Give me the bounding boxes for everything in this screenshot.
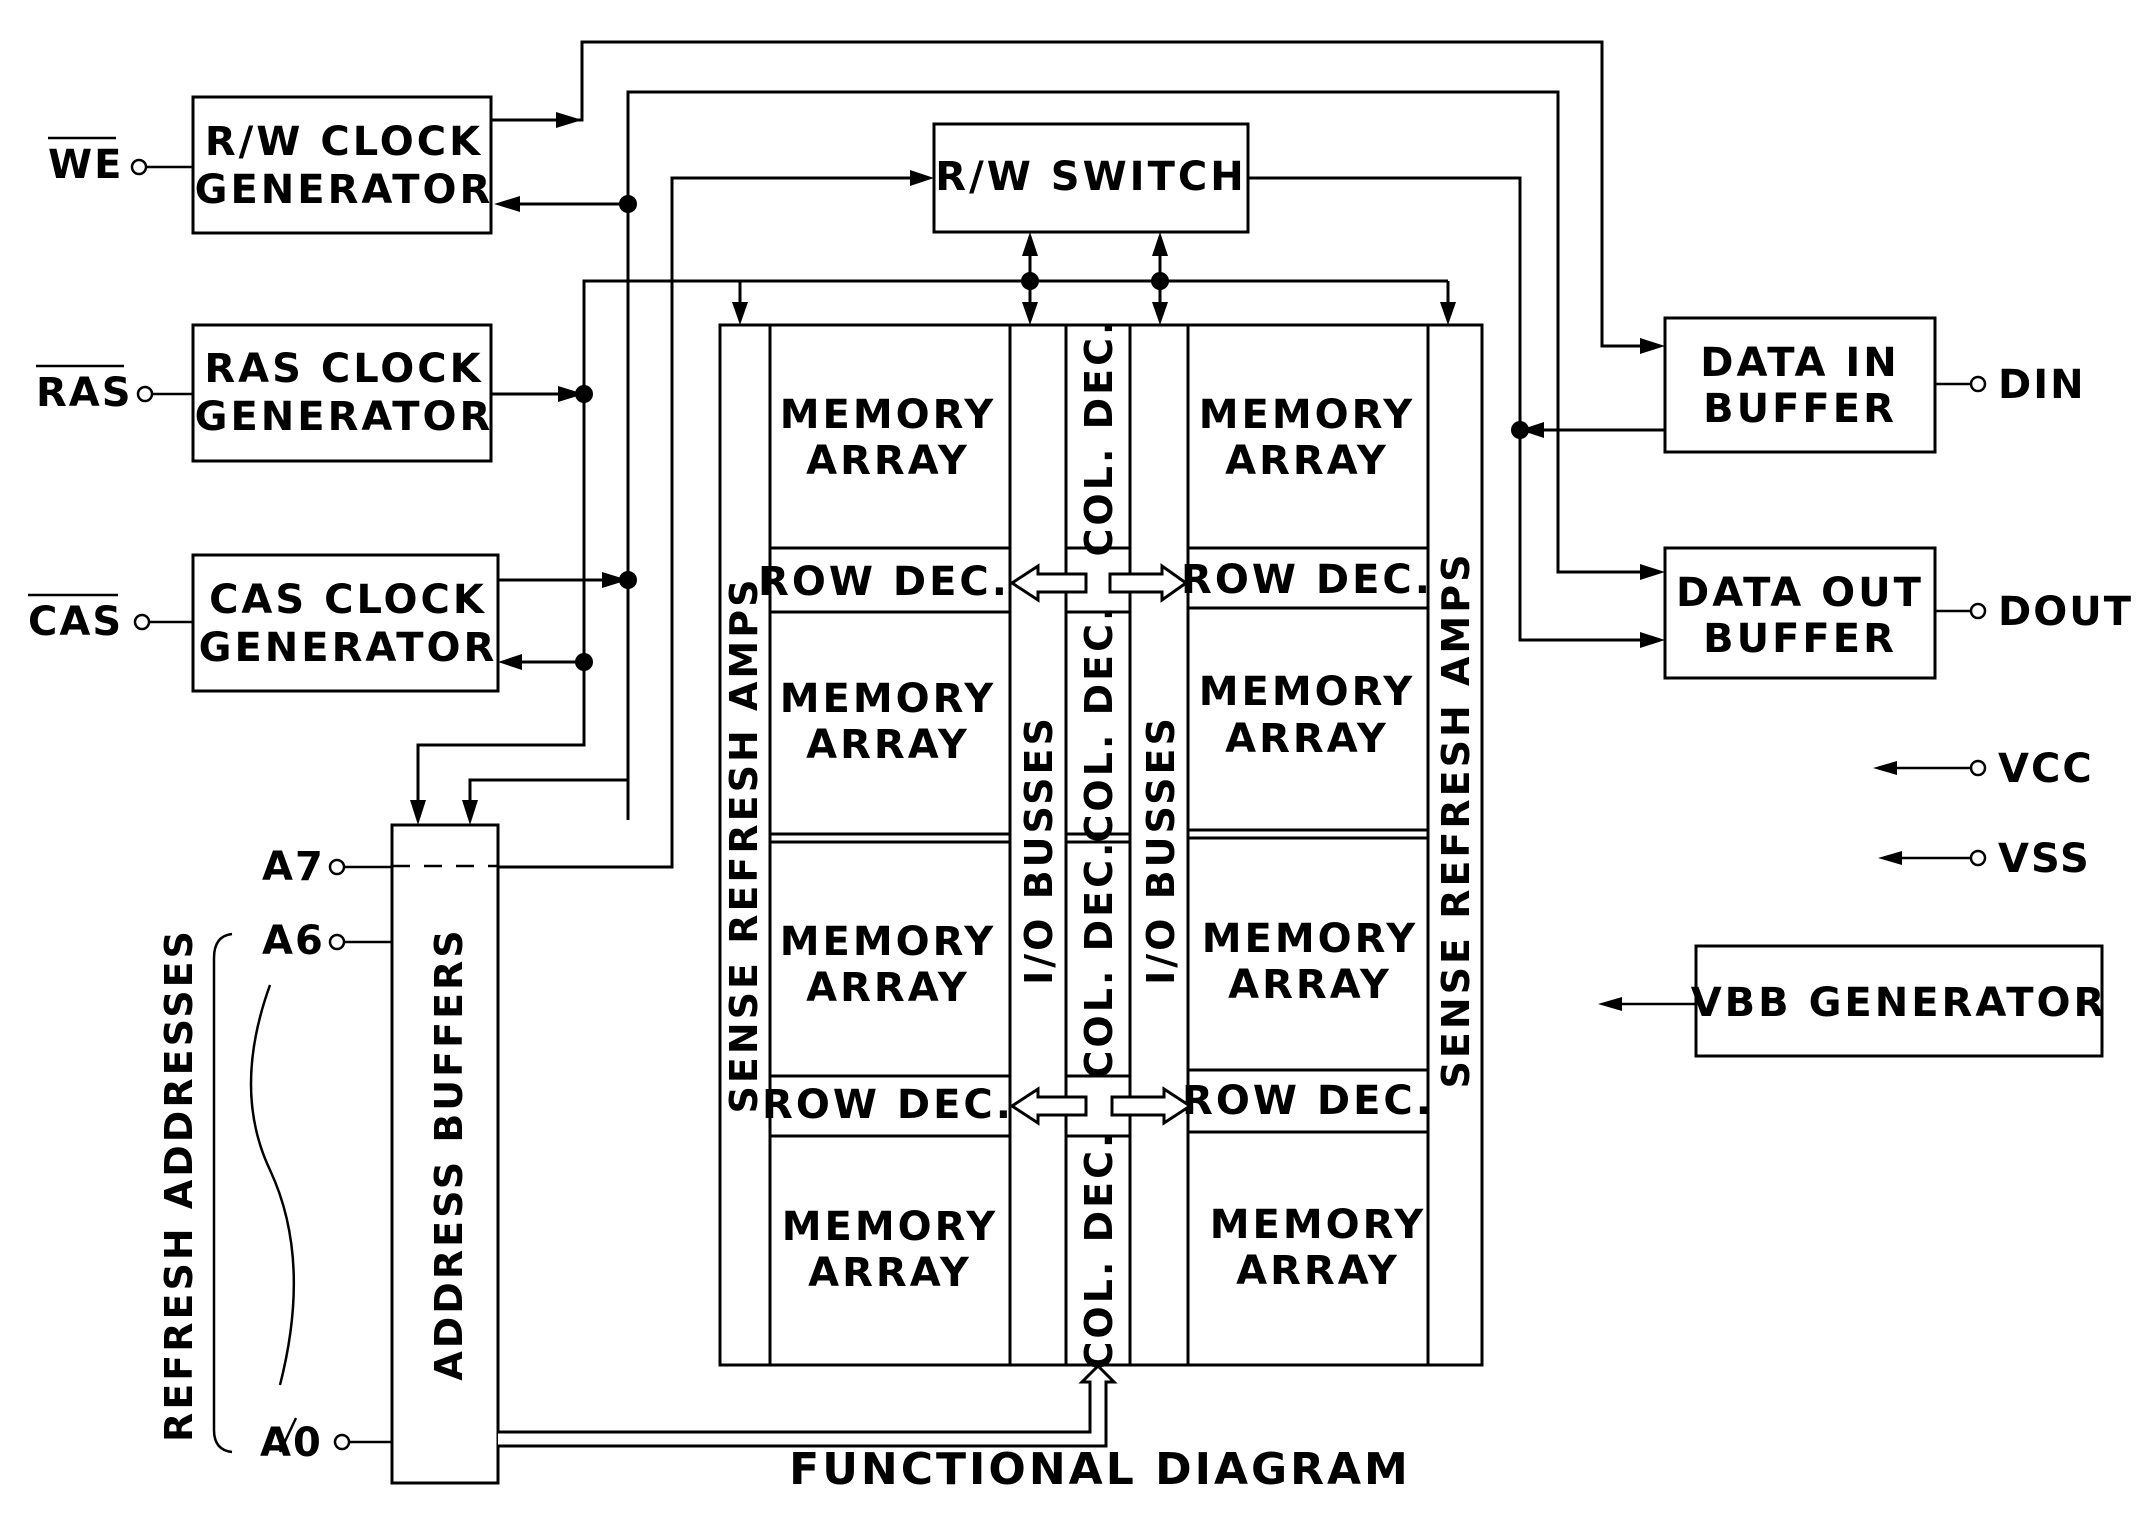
memory-array-r4-1: MEMORY [1210, 1202, 1427, 1248]
col-dec-label-2: COL. DEC. [1077, 604, 1121, 843]
memory-array-l2-1: MEMORY [780, 676, 997, 722]
address-buffers-label: ADDRESS BUFFERS [427, 927, 471, 1380]
refresh-addresses: REFRESH ADDRESSES [157, 928, 296, 1454]
memory-array-l1-1: MEMORY [780, 392, 997, 438]
vbb-generator-label: VBB GENERATOR [1691, 980, 2108, 1026]
rw-clock-label-1: R/W CLOCK [205, 119, 483, 165]
memory-array-l3-2: ARRAY [806, 965, 970, 1011]
pin-dout: DOUT [1935, 589, 2133, 635]
row-dec-r2: ROW DEC. [1182, 1078, 1434, 1124]
rw-switch: R/W SWITCH [932, 122, 1250, 234]
ras-label: RAS [36, 370, 133, 416]
data-out-buffer: DATA OUT BUFFER [1663, 546, 1937, 680]
ras-clock-label-2: GENERATOR [195, 394, 494, 440]
memory-array-r3-1: MEMORY [1202, 916, 1419, 962]
memory-array-block: SENSE REFRESH AMPS I/O BUSSES COL. DEC. … [718, 318, 1484, 1370]
memory-array-r3-2: ARRAY [1228, 962, 1392, 1008]
io-busses-left-label: I/O BUSSES [1017, 715, 1061, 985]
cas-label: CAS [28, 599, 123, 645]
data-out-label-1: DATA OUT [1676, 570, 1924, 616]
memory-array-r2-2: ARRAY [1225, 716, 1389, 762]
bus-arrows [498, 563, 1193, 1448]
data-out-label-2: BUFFER [1703, 616, 1897, 662]
diagram-caption: FUNCTIONAL DIAGRAM [789, 1444, 1411, 1495]
ras-clock-generator: RAS CLOCK GENERATOR [191, 323, 494, 463]
data-in-label-1: DATA IN [1700, 340, 1899, 386]
address-buffers: ADDRESS BUFFERS [390, 823, 500, 1485]
data-in-buffer: DATA IN BUFFER [1663, 316, 1937, 454]
col-dec-label-3: COL. DEC. [1077, 840, 1121, 1079]
col-dec-label-4: COL. DEC. [1077, 1131, 1121, 1370]
pin-a7: A7 [262, 844, 392, 890]
row-dec-l2: ROW DEC. [762, 1082, 1014, 1128]
vss-label: VSS [1998, 836, 2091, 882]
refresh-addresses-label: REFRESH ADDRESSES [157, 928, 201, 1442]
cas-clock-generator: CAS CLOCK GENERATOR [191, 553, 500, 693]
pin-we: WE [48, 136, 193, 188]
row-dec-l1: ROW DEC. [758, 559, 1010, 605]
cas-clock-label-1: CAS CLOCK [209, 577, 487, 623]
memory-array-l4-2: ARRAY [808, 1250, 972, 1296]
col-dec-label-1: COL. DEC. [1077, 318, 1121, 557]
vcc-label: VCC [1998, 746, 2094, 792]
sense-amps-left-label: SENSE REFRESH AMPS [722, 577, 766, 1114]
memory-array-l1-2: ARRAY [806, 438, 970, 484]
wiring [410, 40, 1665, 869]
pin-vss: VSS [1878, 836, 2091, 882]
io-busses-right-label: I/O BUSSES [1139, 715, 1183, 985]
a6-label: A6 [262, 918, 325, 964]
pin-a0: A0 [260, 1417, 392, 1466]
row-dec-r1: ROW DEC. [1181, 557, 1433, 603]
din-label: DIN [1998, 362, 2086, 408]
rw-clock-label-2: GENERATOR [195, 167, 494, 213]
sense-amps-right-label: SENSE REFRESH AMPS [1434, 552, 1478, 1089]
memory-array-r4-2: ARRAY [1236, 1248, 1400, 1294]
rw-clock-generator: R/W CLOCK GENERATOR [191, 95, 494, 235]
we-label: WE [48, 142, 123, 188]
pin-cas: CAS [28, 593, 193, 645]
pin-a6: A6 [262, 918, 392, 964]
dout-label: DOUT [1998, 589, 2133, 635]
a7-label: A7 [262, 844, 325, 890]
data-in-label-2: BUFFER [1703, 386, 1897, 432]
pin-vcc: VCC [1873, 746, 2094, 792]
rw-switch-label: R/W SWITCH [935, 154, 1246, 200]
cas-clock-label-2: GENERATOR [199, 625, 498, 671]
memory-array-r1-2: ARRAY [1225, 438, 1389, 484]
memory-array-r2-1: MEMORY [1199, 669, 1416, 715]
pin-ras: RAS [36, 364, 193, 416]
memory-array-l4-1: MEMORY [782, 1204, 999, 1250]
memory-array-l3-1: MEMORY [780, 919, 997, 965]
vbb-generator: VBB GENERATOR [1598, 944, 2108, 1058]
pin-din: DIN [1935, 362, 2086, 408]
memory-array-l2-2: ARRAY [806, 722, 970, 768]
ras-clock-label-1: RAS CLOCK [204, 346, 483, 392]
memory-array-r1-1: MEMORY [1199, 392, 1416, 438]
